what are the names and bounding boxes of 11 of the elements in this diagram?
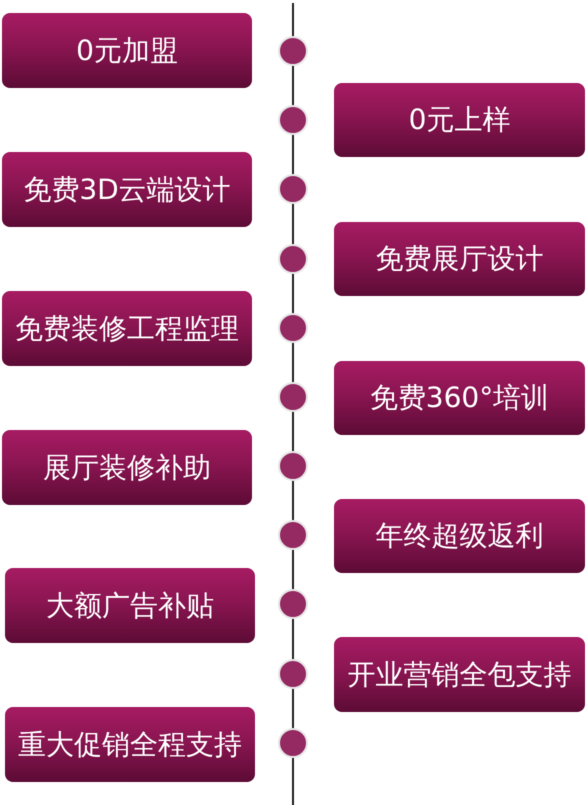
feature-box: 展厅装修补助 — [2, 430, 252, 505]
feature-box: 免费3D云端设计 — [2, 152, 252, 227]
feature-box: 重大促销全程支持 — [5, 707, 255, 782]
feature-box: 年终超级返利 — [334, 499, 585, 573]
feature-box: 免费展厅设计 — [334, 222, 585, 296]
feature-box: 0元加盟 — [2, 13, 252, 88]
feature-box: 大额广告补贴 — [5, 568, 255, 643]
feature-box: 0元上样 — [334, 83, 585, 157]
feature-box: 免费装修工程监理 — [2, 291, 252, 366]
feature-box: 免费360°培训 — [334, 361, 585, 435]
feature-box: 开业营销全包支持 — [334, 637, 585, 712]
